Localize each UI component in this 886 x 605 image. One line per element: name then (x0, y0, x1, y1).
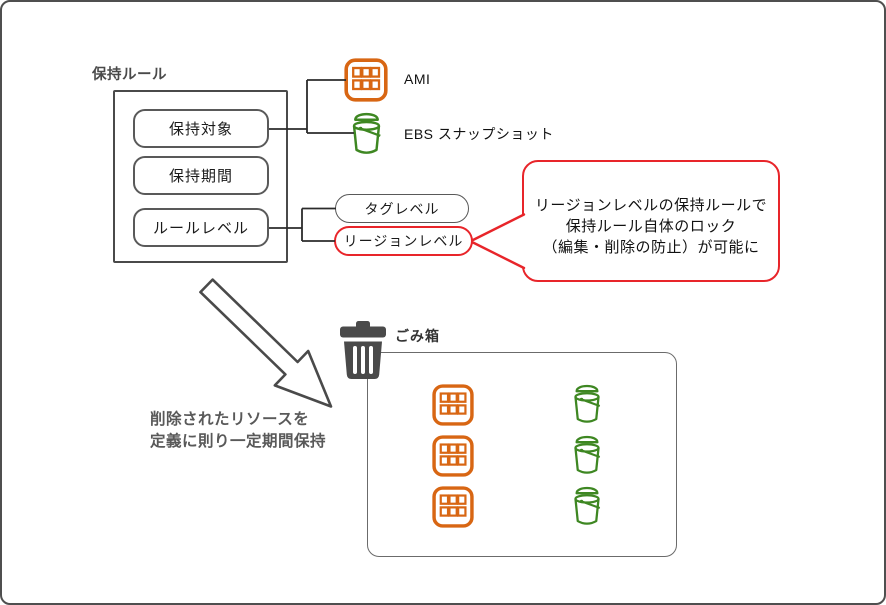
ami-icon (431, 383, 475, 427)
ebs-snapshot-icon (348, 109, 385, 156)
flow-note: 削除されたリソースを 定義に則り一定期間保持 (150, 409, 326, 453)
ebs-snapshot-icon (570, 381, 604, 425)
region-level-pill: リージョンレベル (334, 226, 473, 256)
callout-line-2: 保持ルール自体のロック (565, 218, 737, 235)
rule-item-level: ルールレベル (133, 208, 269, 247)
flow-note-line-2: 定義に則り一定期間保持 (150, 433, 327, 450)
ami-icon (343, 57, 389, 103)
rule-item-period: 保持期間 (133, 156, 269, 195)
retention-rule-title: 保持ルール (92, 67, 167, 83)
region-lock-callout: リージョンレベルの保持ルールで 保持ルール自体のロック （編集・削除の防止）が可… (522, 160, 780, 282)
ebs-snapshot-label: EBS スナップショット (404, 126, 554, 142)
ami-label: AMI (404, 71, 431, 87)
trash-icon (339, 321, 387, 383)
recycle-bin-box (367, 352, 677, 557)
callout-tail (471, 213, 526, 270)
callout-line-1: リージョンレベルの保持ルールで (534, 197, 768, 214)
recycle-bin-title: ごみ箱 (395, 328, 440, 344)
rule-item-target: 保持対象 (133, 109, 269, 148)
ami-icon (431, 485, 475, 529)
ebs-snapshot-icon (570, 483, 604, 527)
flow-arrow (199, 278, 333, 408)
callout-line-3: （編集・削除の防止）が可能に (542, 239, 760, 256)
tag-level-pill: タグレベル (335, 194, 469, 223)
flow-note-line-1: 削除されたリソースを (150, 411, 310, 428)
ebs-snapshot-icon (570, 432, 604, 476)
ami-icon (431, 434, 475, 478)
